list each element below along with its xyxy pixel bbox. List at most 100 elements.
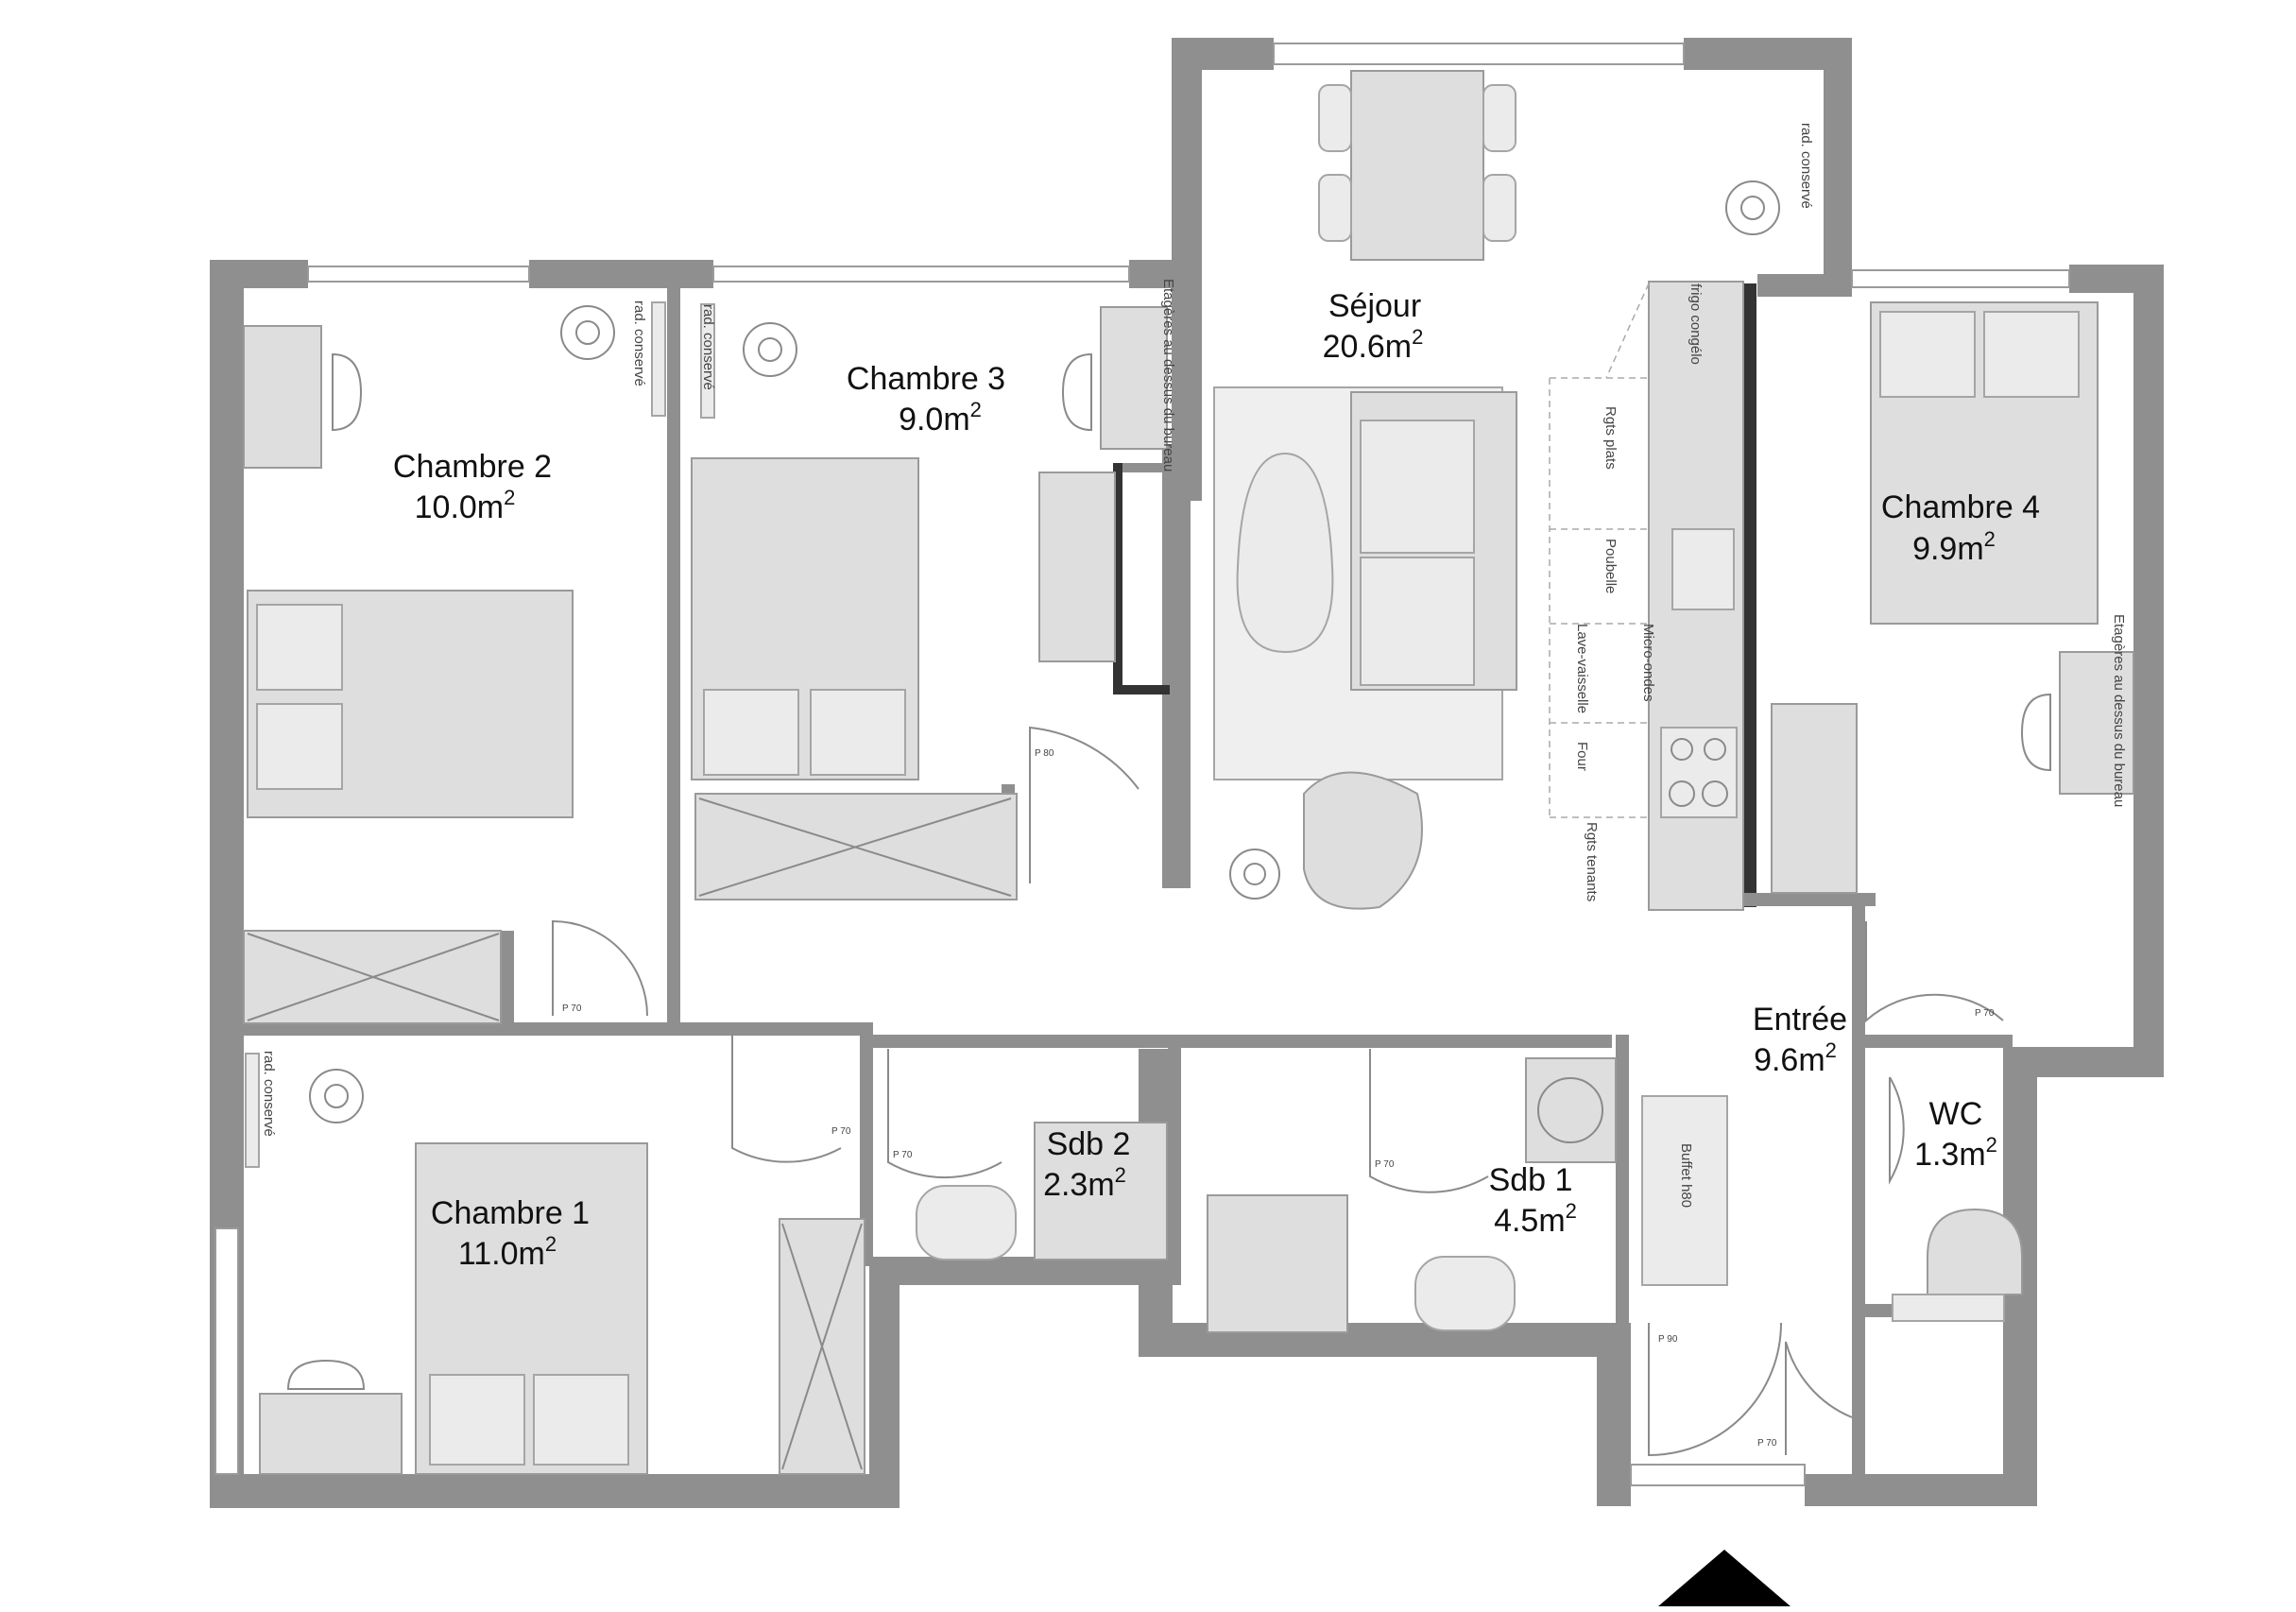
chair	[1482, 84, 1516, 152]
room-chambre4: Chambre 4 9.9m2	[1881, 489, 2040, 567]
radiator-valve	[324, 1084, 349, 1108]
room-area: 9.9m2	[1912, 527, 1996, 567]
shower	[1034, 1122, 1168, 1260]
door-label: P 70	[1757, 1438, 1777, 1449]
burner	[1671, 738, 1693, 761]
desk	[1100, 306, 1168, 450]
room-area: 11.0m2	[458, 1232, 557, 1272]
kitchen-label: Rgts plats	[1602, 406, 1619, 470]
washbasin	[916, 1185, 1017, 1260]
room-sdb2: Sdb 2 2.3m2	[1043, 1126, 1130, 1203]
kitchen-label: Lave-vaisselle	[1574, 624, 1590, 713]
room-sejour: Séjour 20.6m2	[1323, 288, 1424, 365]
wall	[1113, 685, 1170, 695]
room-wc: WC 1.3m2	[1914, 1096, 1997, 1173]
walls	[210, 38, 2164, 1508]
door-label: P 70	[893, 1150, 913, 1160]
radiator	[245, 1053, 260, 1168]
wall	[1824, 38, 1852, 293]
desk	[2059, 651, 2134, 795]
radiator	[700, 303, 715, 419]
door-swing	[1889, 1076, 1905, 1185]
wall	[1616, 1035, 1629, 1337]
room-name: Chambre 2	[393, 449, 552, 485]
radiator-valve	[560, 305, 615, 360]
wall	[860, 1035, 1181, 1048]
radiator-label: rad. conservé	[700, 304, 716, 390]
wall	[1852, 1035, 1865, 1488]
door-label: P 70	[1375, 1159, 1395, 1170]
room-name: Séjour	[1328, 288, 1421, 324]
shower	[1207, 1194, 1348, 1333]
pillow	[1983, 311, 2080, 398]
room-name: Sdb 2	[1047, 1126, 1131, 1162]
chair	[286, 1359, 366, 1390]
radiator-valve	[743, 322, 797, 377]
door-swing	[1648, 1322, 1782, 1457]
wall	[860, 1022, 873, 1266]
radiator-valve	[1740, 196, 1765, 220]
door-swing	[1369, 1049, 1489, 1193]
shelf	[1038, 472, 1116, 662]
kitchen-label: Rgts tenants	[1584, 822, 1600, 901]
wall	[529, 260, 713, 288]
burner	[1702, 780, 1728, 807]
wall	[501, 931, 514, 1030]
wall	[1743, 283, 1756, 907]
kitchen-label: Micro-ondes	[1640, 624, 1656, 702]
room-area: 2.3m2	[1043, 1163, 1126, 1203]
room-area: 1.3m2	[1914, 1133, 1997, 1173]
door-swing	[1865, 921, 2004, 1023]
shelf	[1771, 703, 1858, 894]
sofa-cushion	[1360, 557, 1475, 686]
wall	[1172, 38, 1202, 501]
window	[712, 266, 1130, 283]
room-name: Chambre 3	[847, 361, 1005, 397]
radiator	[651, 301, 666, 417]
room-name: Chambre 4	[1881, 489, 2040, 525]
window	[307, 266, 530, 283]
buffet	[1641, 1095, 1728, 1286]
pillow	[533, 1374, 629, 1466]
furniture	[243, 70, 2134, 1475]
wall	[2133, 265, 2164, 1077]
wardrobe-cross	[781, 1223, 863, 1470]
wall	[1168, 1035, 1612, 1048]
kitchen-label: Poubelle	[1602, 539, 1619, 593]
windows	[214, 43, 2070, 1486]
wall	[869, 1257, 900, 1508]
room-chambre2: Chambre 2 10.0m2	[393, 449, 552, 525]
window	[214, 1227, 239, 1475]
room-name: Chambre 1	[431, 1195, 590, 1231]
wardrobe-cross	[698, 797, 1012, 897]
kitchen-label: frigo congélo	[1688, 283, 1704, 365]
room-name: Sdb 1	[1489, 1162, 1573, 1198]
entrance-arrow-icon	[1658, 1550, 1791, 1606]
coffee-table	[1236, 452, 1334, 654]
chair	[1318, 84, 1352, 152]
chair	[2020, 693, 2051, 772]
kitchen-cabinets	[1549, 283, 1650, 818]
wall	[244, 1022, 869, 1036]
desk	[259, 1393, 403, 1475]
door-label: P 90	[1658, 1334, 1678, 1345]
room-area: 9.0m2	[899, 398, 982, 437]
window	[1630, 1464, 1806, 1486]
room-area: 10.0m2	[415, 486, 516, 525]
wall	[1162, 444, 1191, 888]
pillow	[256, 703, 343, 790]
wall	[1113, 463, 1122, 690]
radiator-label: rad. conservé	[261, 1051, 277, 1137]
chair	[1482, 174, 1516, 242]
wall	[1115, 463, 1162, 472]
toilet	[1927, 1208, 2023, 1295]
shelf-label: Etagères au dessus du bureau	[1160, 279, 1176, 472]
window	[1851, 269, 2070, 288]
wall	[1805, 1474, 2037, 1506]
sofa-cushion	[1360, 420, 1475, 554]
door-swing	[731, 1035, 842, 1163]
room-name: WC	[1929, 1096, 1983, 1132]
chair	[1061, 352, 1092, 432]
pillow	[1879, 311, 1976, 398]
